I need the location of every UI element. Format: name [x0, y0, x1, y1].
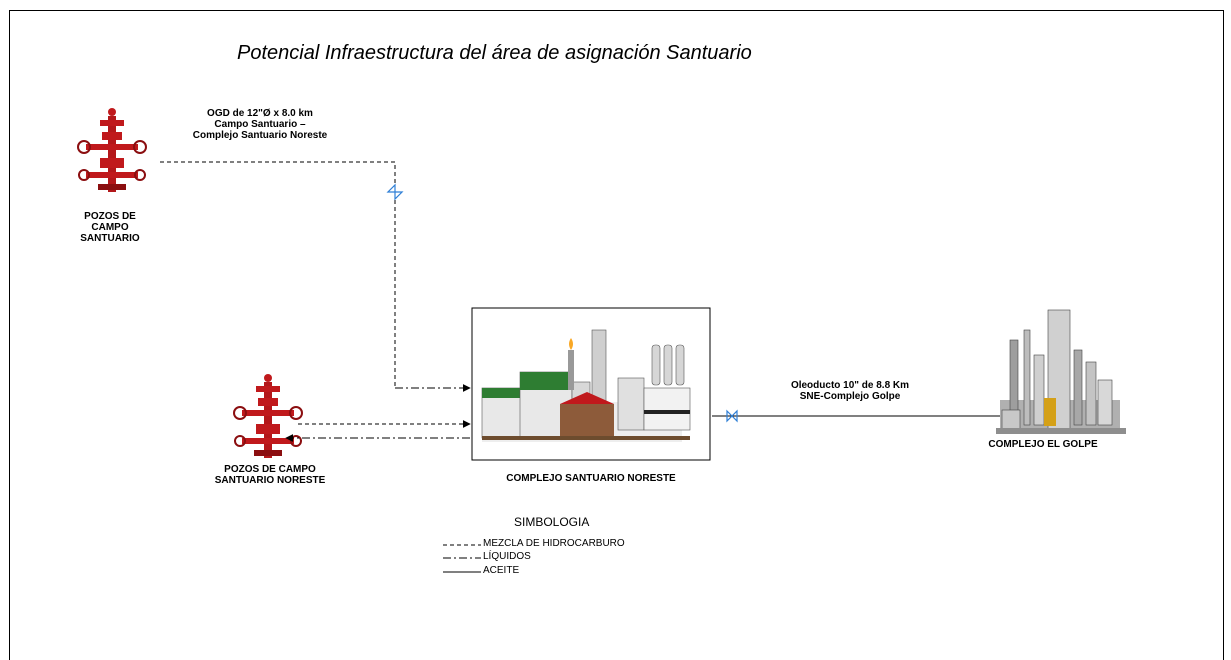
label-pozos-noreste: POZOS DE CAMPO SANTUARIO NORESTE [200, 464, 340, 486]
wellhead-icon [77, 107, 147, 193]
label-complejo-golpe: COMPLEJO EL GOLPE [988, 439, 1098, 450]
diagram-frame [9, 10, 1224, 660]
refinery-complex-icon [996, 309, 1126, 434]
wellhead-icon [233, 373, 303, 459]
label-oleoducto: Oleoducto 10" de 8.8 Km SNE-Complejo Gol… [780, 380, 920, 402]
label-complejo-noreste: COMPLEJO SANTUARIO NORESTE [506, 473, 676, 484]
processing-plant-icon [481, 329, 691, 442]
label-line: CAMPO [91, 222, 129, 233]
legend-item-oil: ACEITE [483, 565, 520, 576]
legend-title: SIMBOLOGIA [514, 515, 590, 529]
label-line: SANTUARIO NORESTE [214, 475, 326, 486]
label-line: SANTUARIO [80, 233, 140, 244]
label-ogd-pipeline: OGD de 12"Ø x 8.0 km Campo Santuario – C… [190, 108, 330, 141]
diagram-title: Potencial Infraestructura del área de as… [237, 42, 752, 64]
legend-item-mixture: MEZCLA DE HIDROCARBURO [483, 538, 625, 549]
label-line: Campo Santuario – [214, 119, 306, 130]
legend-item-liquids: LÍQUIDOS [483, 551, 531, 562]
label-line: Complejo Santuario Noreste [192, 130, 328, 141]
ogd-pipeline [160, 161, 396, 388]
label-line: SNE-Complejo Golpe [799, 391, 901, 402]
label-line: OGD de 12"Ø x 8.0 km [207, 108, 313, 119]
label-line: POZOS DE CAMPO [224, 464, 316, 475]
label-line: POZOS DE [84, 211, 136, 222]
valve-icon [387, 184, 403, 200]
label-line: Oleoducto 10" de 8.8 Km [790, 380, 910, 391]
label-pozos-santuario: POZOS DE CAMPO SANTUARIO [62, 211, 158, 244]
